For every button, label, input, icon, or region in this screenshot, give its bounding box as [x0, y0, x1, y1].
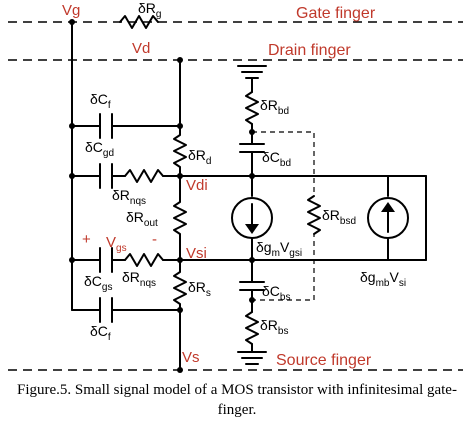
label-vs: Vs	[182, 349, 200, 366]
label-rbs: δRbs	[260, 317, 288, 337]
node-vs	[177, 367, 183, 373]
label-vdi: Vdi	[186, 177, 208, 194]
resistor-rbd	[245, 91, 259, 125]
resistor-rd	[172, 134, 188, 168]
label-cgs: δCgs	[84, 273, 112, 293]
capacitor-cbs	[239, 281, 265, 291]
label-vsi: Vsi	[186, 245, 207, 262]
resistor-rg	[119, 15, 159, 29]
ground-bottom-icon	[237, 351, 267, 365]
label-rd: δRd	[188, 147, 211, 167]
caption-line-1: Figure.5. Small signal model of a MOS tr…	[17, 382, 457, 398]
node-vg	[69, 19, 75, 25]
resistor-rnqs-top	[124, 169, 164, 183]
label-drain-finger: Drain finger	[268, 42, 351, 59]
label-rout: δRout	[126, 209, 158, 229]
resistor-rs	[172, 271, 188, 305]
label-cf-top: δCf	[90, 91, 111, 111]
resistor-rnqs-bot	[124, 253, 164, 267]
current-source-gm	[231, 197, 273, 239]
label-cf-bot: δCf	[90, 323, 111, 343]
label-vg: Vg	[62, 2, 80, 19]
resistor-rbsd	[306, 195, 322, 235]
label-vd: Vd	[132, 40, 150, 57]
capacitor-cbd	[239, 143, 265, 153]
label-cgd: δCgd	[85, 139, 114, 159]
label-rnqs-bot: δRnqs	[122, 269, 156, 289]
label-rs: δRs	[188, 279, 211, 299]
node-vsi	[177, 257, 183, 263]
ground-top-icon	[237, 65, 267, 93]
node-vdi	[177, 173, 183, 179]
resistor-rout	[172, 201, 188, 235]
label-gmb: δgmbVsi	[360, 269, 406, 289]
figure-caption: Figure.5. Small signal model of a MOS tr…	[0, 380, 474, 420]
resistor-rbs	[245, 311, 259, 345]
label-rnqs-top: δRnqs	[112, 187, 146, 207]
label-gm: δgmVgsi	[256, 239, 302, 259]
node-vd	[177, 57, 183, 63]
label-rg: δRg	[138, 0, 161, 20]
label-cbs: δCbs	[262, 283, 290, 303]
label-rbsd: δRbsd	[322, 207, 356, 227]
label-vgs-minus: -	[152, 231, 157, 248]
label-vgs-plus: +	[82, 231, 91, 248]
caption-line-2: finger.	[217, 402, 257, 418]
current-source-gmb	[367, 197, 409, 239]
label-vgs: Vgs	[106, 234, 127, 254]
label-cbd: δCbd	[262, 149, 291, 169]
label-source-finger: Source finger	[276, 352, 372, 369]
label-gate-finger: Gate finger	[296, 5, 376, 22]
label-rbd: δRbd	[260, 97, 289, 117]
